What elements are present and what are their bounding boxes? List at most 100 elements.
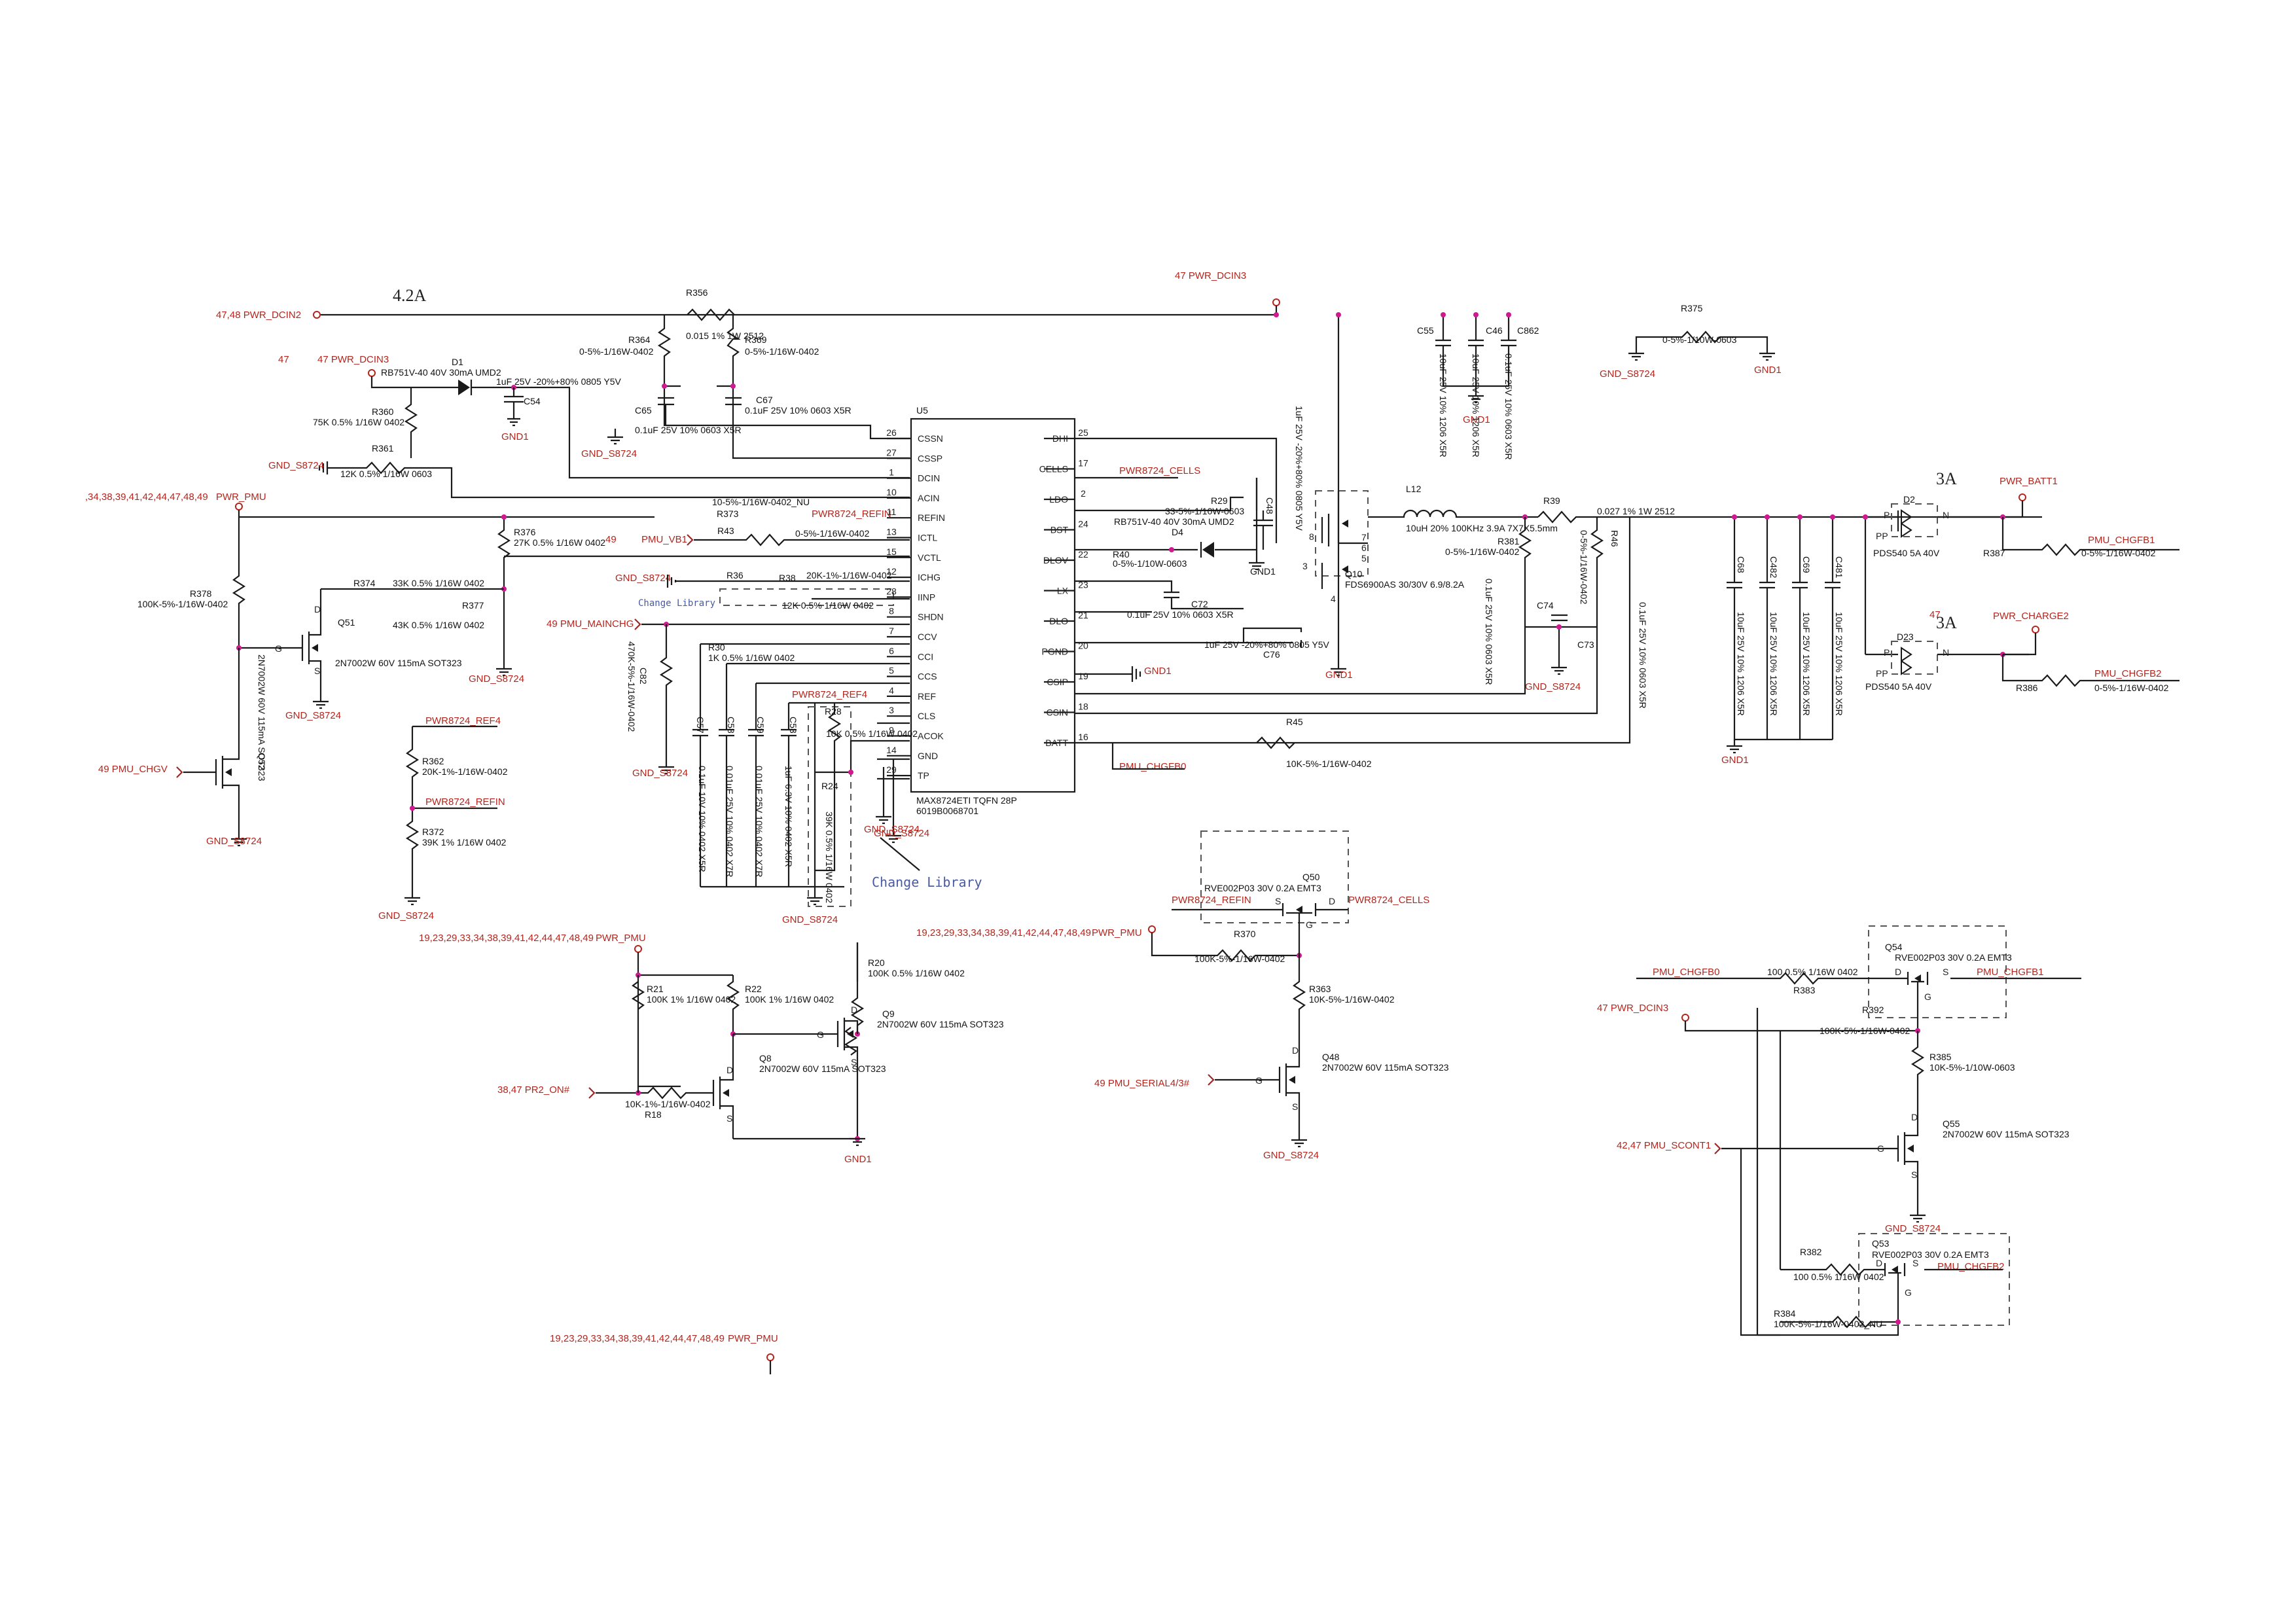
- pin-q48-g: G: [1255, 1075, 1263, 1086]
- ic-u5-left-pin-number: 5: [889, 666, 894, 676]
- ic-u5-right-pin-number: 24: [1078, 519, 1088, 529]
- ref-c55: C55: [1417, 325, 1434, 336]
- ref-q53: Q53: [1872, 1238, 1890, 1249]
- ic-u5-left-pin-name: ACOK: [918, 731, 944, 741]
- ic-u5-refdes: U5: [916, 405, 928, 416]
- ref-c69: C69: [1801, 556, 1812, 573]
- ref-c67: C67: [756, 395, 773, 405]
- val-c53: 1uF 6.3V 10% 0402 X5R: [783, 766, 794, 867]
- ic-u5-right-pin-name: LX: [1057, 586, 1069, 596]
- ref-r370: R370: [1234, 929, 1256, 939]
- ref-r36: R36: [726, 570, 744, 580]
- net-gnd-s8724-i: GND_S8724: [874, 828, 929, 839]
- ref-l12: L12: [1406, 484, 1422, 494]
- ic-u5-left-pin-name: VCTL: [918, 552, 941, 563]
- ref-c48: C48: [1265, 497, 1275, 514]
- net-pmu-vb1: PMU_VB1: [641, 534, 687, 545]
- net-pwr-pmu-left: PWR_PMU: [216, 491, 266, 503]
- net-pwr8724-ref4-left: PWR8724_REF4: [425, 715, 501, 726]
- val-d2: PDS540 5A 40V: [1873, 548, 1940, 558]
- pin-d23-p: P: [1884, 647, 1890, 658]
- val-q50: RVE002P03 30V 0.2A EMT3: [1204, 883, 1321, 893]
- val-c55: 10uF 25V 10% 1206 X5R: [1438, 353, 1448, 457]
- ref-r362: R362: [422, 756, 444, 766]
- ic-u5-left-pin-number: 12: [886, 566, 897, 577]
- net-pmu-chgfb0-r: PMU_CHGFB0: [1653, 967, 1720, 978]
- ref-r392: R392: [1862, 1005, 1884, 1015]
- ic-u5-left-pin-name: ICHG: [918, 572, 941, 582]
- val-r36: 20K-1%-1/16W-0402: [806, 570, 892, 580]
- ref-r43: R43: [717, 526, 734, 536]
- ic-u5-right-pin-name: LDO: [1049, 494, 1068, 505]
- ic-u5-partno: 6019B0068701: [916, 806, 978, 816]
- net-pwr-pmu-mid2-nums: 19,23,29,33,34,38,39,41,42,44,47,48,49: [916, 927, 1091, 938]
- pin-q53-d: D: [1876, 1258, 1882, 1268]
- val-r370: 100K-5%-1/16W-0402: [1194, 954, 1285, 964]
- ref-c482: C482: [1768, 556, 1779, 579]
- ic-u5-left-pin-name: CSSN: [918, 433, 943, 444]
- val-r375: 0-5%-1/10W-0603: [1662, 334, 1737, 345]
- val-r29: 33-5%-1/10W-0603: [1165, 506, 1244, 516]
- ic-u5-right-pin-number: 18: [1078, 702, 1088, 712]
- ref-r381: R381: [1498, 536, 1520, 546]
- ic-u5-left-pin-number: 8: [889, 606, 894, 616]
- val-c48: 1uF 25V -20%+80% 0805 Y5V: [1294, 406, 1304, 531]
- val-c46: 10uF 25V 10% 1206 X5R: [1471, 353, 1481, 457]
- ic-u5-left-pin-number: 27: [886, 447, 897, 457]
- ref-r378: R378: [190, 588, 212, 599]
- pin-q53-s: S: [1912, 1258, 1918, 1268]
- val-r364: 0-5%-1/16W-0402: [579, 346, 654, 357]
- net-pwr-pmu-mid1: PWR_PMU: [596, 933, 646, 944]
- net-gnd1-f: GND1: [1754, 365, 1782, 376]
- ic-u5-left-pin-number: 28: [886, 586, 897, 596]
- net-pmu-chgv: 49 PMU_CHGV: [98, 764, 168, 775]
- val-r385: 10K-5%-1/10W-0603: [1929, 1062, 2015, 1073]
- val-r22: 100K 1% 1/16W 0402: [745, 994, 834, 1005]
- net-gnd-s8724-k: GND_S8724: [864, 824, 920, 835]
- net-pwr8724-ref4: PWR8724_REF4: [792, 689, 867, 700]
- ic-u5-right-pin-number: 17: [1078, 458, 1088, 469]
- ref-d1: D1: [452, 357, 463, 367]
- ref-r373: R373: [717, 508, 739, 519]
- val-r373: 10-5%-1/16W-0402_NU: [712, 497, 810, 507]
- net-gnd1-a: GND1: [501, 431, 529, 442]
- val-r363: 10K-5%-1/16W-0402: [1309, 994, 1395, 1005]
- net-pwr-charge2: PWR_CHARGE2: [1993, 611, 2069, 622]
- current-annotation-charge: 3A: [1936, 613, 1957, 632]
- val-r20: 100K 0.5% 1/16W 0402: [868, 968, 965, 978]
- ref-q50: Q50: [1302, 872, 1320, 882]
- val-r30: 1K 0.5% 1/16W 0402: [708, 652, 795, 663]
- ref-c58: C58: [726, 717, 736, 734]
- ic-u5-left-pin-name: DCIN: [918, 473, 940, 484]
- net-gnd-s8724-h: GND_S8724: [782, 914, 838, 925]
- ref-q48: Q48: [1322, 1052, 1340, 1062]
- ref-r22: R22: [745, 984, 762, 994]
- ic-u5-left-pin-name: CCS: [918, 671, 937, 682]
- ref-q54: Q54: [1885, 942, 1903, 952]
- val-r43: 0-5%-1/16W-0402: [795, 528, 870, 539]
- pin-q50-d: D: [1329, 896, 1335, 906]
- ref-c82: C82: [638, 668, 649, 685]
- pin-q9-d: D: [851, 1005, 857, 1015]
- val-c862: 0.1uF 25V 10% 0603 X5R: [1503, 353, 1514, 460]
- ref-r385: R385: [1929, 1052, 1952, 1062]
- ic-u5-left-pin-name: REFIN: [918, 512, 945, 523]
- ic-u5-right-pin-number: 16: [1078, 732, 1088, 742]
- net-gnd1-b: GND1: [1144, 666, 1172, 677]
- ref-q51: Q51: [338, 617, 355, 628]
- net-gnd-s8724-j: GND_S8724: [378, 910, 434, 921]
- pin-q48-s: S: [1292, 1101, 1298, 1112]
- pin-d23-pp: PP: [1876, 668, 1888, 679]
- net-pmu-vb1-num: 49: [605, 534, 617, 545]
- val-r361: 12K 0.5% 1/16W 0603: [340, 469, 432, 479]
- pin-q51-d: D: [314, 604, 321, 615]
- val-q8: 2N7002W 60V 115mA SOT323: [759, 1063, 886, 1074]
- val-q52: 2N7002W 60V 115mA SOT323: [257, 654, 267, 781]
- net-pwr-dcin3-r: 47 PWR_DCIN3: [1597, 1003, 1668, 1014]
- val-r360: 75K 0.5% 1/16W 0402: [313, 417, 404, 427]
- net-gnd1-h: GND1: [844, 1154, 872, 1165]
- ic-u5-left-pin-name: IINP: [918, 592, 935, 602]
- val-r372: 39K 1% 1/16W 0402: [422, 837, 507, 847]
- val-c69: 10uF 25V 10% 1206 X5R: [1801, 612, 1812, 716]
